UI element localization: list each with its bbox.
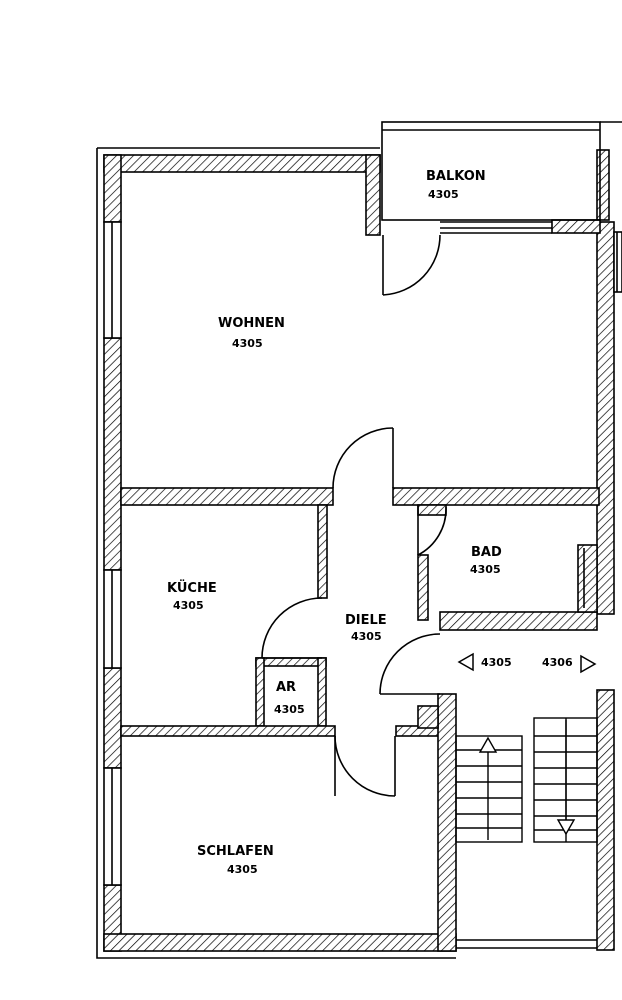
arrow-down-icon bbox=[556, 720, 576, 836]
room-label-wohnen: WOHNEN bbox=[218, 316, 285, 331]
arrow-up-icon bbox=[478, 736, 498, 840]
interior-walls bbox=[120, 487, 600, 952]
room-code-ar: 4305 bbox=[274, 703, 305, 716]
outer-walls bbox=[96, 147, 622, 959]
room-label-bad: BAD bbox=[471, 545, 502, 560]
balcony bbox=[381, 121, 622, 234]
room-label-diele: DIELE bbox=[345, 613, 387, 628]
room-code-wohnen: 4305 bbox=[232, 337, 263, 350]
stair-marker-right-code: 4306 bbox=[542, 656, 573, 669]
staircase bbox=[455, 717, 598, 949]
triangle-right-icon bbox=[580, 654, 597, 674]
room-code-kueche: 4305 bbox=[173, 599, 204, 612]
room-label-ar: AR bbox=[276, 680, 296, 695]
room-label-schlafen: SCHLAFEN bbox=[197, 844, 274, 859]
room-code-balkon: 4305 bbox=[428, 188, 459, 201]
room-code-bad: 4305 bbox=[470, 563, 501, 576]
triangle-left-icon bbox=[457, 652, 474, 672]
balcony-door bbox=[382, 234, 441, 296]
room-label-balkon: BALKON bbox=[426, 169, 486, 184]
stair-marker-left-code: 4305 bbox=[481, 656, 512, 669]
room-code-schlafen: 4305 bbox=[227, 863, 258, 876]
room-code-diele: 4305 bbox=[351, 630, 382, 643]
interior-doors bbox=[261, 427, 447, 797]
room-label-kueche: KÜCHE bbox=[167, 580, 217, 596]
